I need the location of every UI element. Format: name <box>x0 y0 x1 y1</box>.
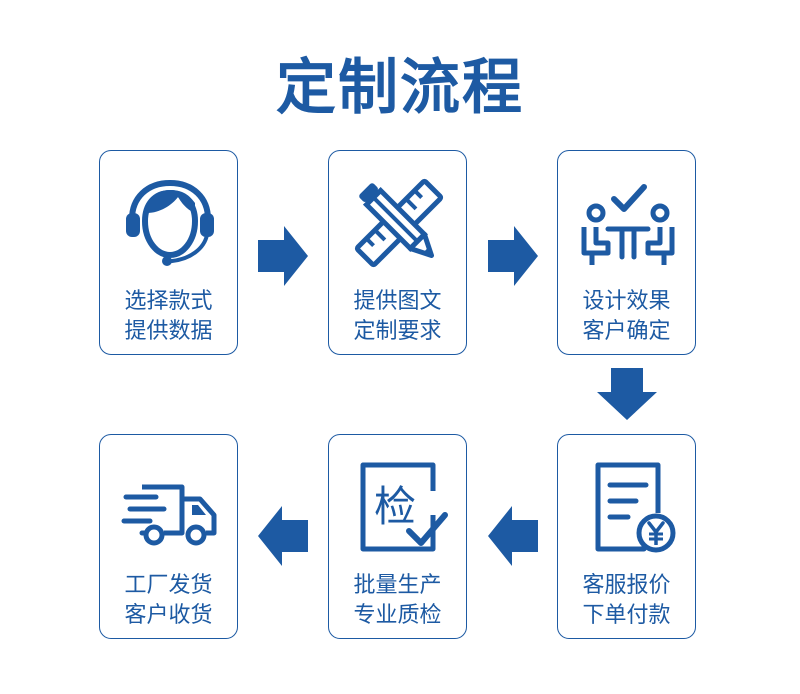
step-label: 设计效果 客户确定 <box>558 287 695 347</box>
arrow-right-icon <box>258 226 308 286</box>
step-card-quote-payment: 客服报价 下单付款 <box>557 434 696 639</box>
customer-service-headset-icon <box>120 173 220 273</box>
page-title: 定制流程 <box>276 53 524 123</box>
ruler-pencil-icon <box>349 173 449 273</box>
step-card-select-style: 选择款式 提供数据 <box>99 150 238 355</box>
step-card-factory-shipping: 工厂发货 客户收货 <box>99 434 238 639</box>
step-card-quality-inspection: 检 批量生产 专业质检 <box>328 434 467 639</box>
step-label-line2: 专业质检 <box>353 603 442 628</box>
step-label: 选择款式 提供数据 <box>100 287 237 347</box>
step-label-line2: 客户收货 <box>124 603 213 628</box>
step-card-design-confirm: 设计效果 客户确定 <box>557 150 696 355</box>
arrow-down-icon <box>597 368 657 420</box>
step-label-line1: 批量生产 <box>353 573 442 598</box>
inspection-char: 检 <box>374 482 416 531</box>
step-card-provide-graphics: 提供图文 定制要求 <box>328 150 467 355</box>
step-label-line1: 设计效果 <box>582 289 671 314</box>
step-label-line2: 定制要求 <box>353 319 442 344</box>
step-label-line1: 客服报价 <box>582 573 671 598</box>
team-approval-icon <box>578 173 678 273</box>
step-label-line2: 提供数据 <box>124 319 213 344</box>
step-label: 客服报价 下单付款 <box>558 571 695 631</box>
arrow-left-icon <box>258 506 308 566</box>
invoice-yen-icon <box>578 457 678 557</box>
step-label-line1: 选择款式 <box>124 289 213 314</box>
delivery-truck-icon <box>120 457 220 557</box>
step-label-line1: 工厂发货 <box>124 573 213 598</box>
step-label-line2: 下单付款 <box>582 603 671 628</box>
step-label: 工厂发货 客户收货 <box>100 571 237 631</box>
inspection-check-icon: 检 <box>349 457 449 557</box>
step-label-line2: 客户确定 <box>582 319 671 344</box>
step-label: 提供图文 定制要求 <box>329 287 466 347</box>
step-label: 批量生产 专业质检 <box>329 571 466 631</box>
arrow-right-icon <box>488 226 538 286</box>
arrow-left-icon <box>488 506 538 566</box>
step-label-line1: 提供图文 <box>353 289 442 314</box>
